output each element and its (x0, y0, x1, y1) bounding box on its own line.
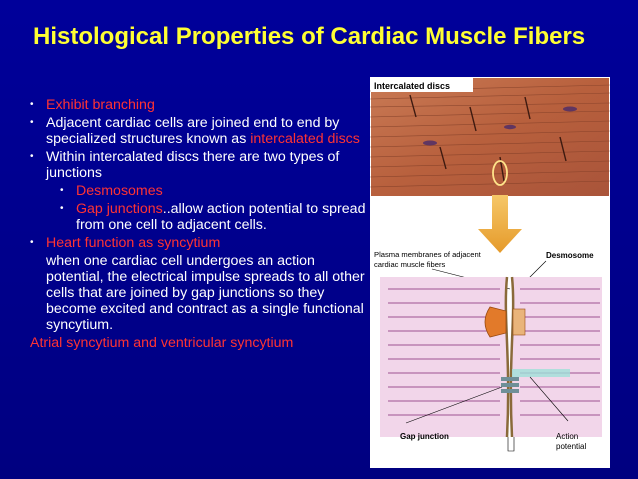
figure-illustration: Intercalated discs Plasma membranes of a… (370, 78, 610, 452)
page-number: 3 (597, 460, 603, 471)
membrane-left (504, 276, 510, 438)
desmosome (484, 306, 507, 338)
slide-body: • Exhibit branching • Adjacent cardiac c… (30, 97, 370, 351)
label-cardiac-fibers: cardiac muscle fibers (374, 260, 446, 269)
action-potential-band (512, 369, 570, 377)
syncytium-types: Atrial syncytium and ventricular syncyti… (30, 335, 294, 351)
bullet-branching: • Exhibit branching (30, 97, 370, 113)
subbullet-desmosomes: • Desmosomes (30, 183, 370, 199)
membrane-right (509, 276, 515, 438)
bullet-adjacent-cells: • Adjacent cardiac cells are joined end … (30, 115, 370, 147)
bullet-text: Adjacent cardiac cells are joined end to… (46, 115, 340, 147)
bullet-dot: • (30, 99, 34, 110)
label-plasma-membranes: Plasma membranes of adjacent (374, 250, 482, 259)
slide-title: Histological Properties of Cardiac Muscl… (33, 23, 586, 50)
bullet-dot: • (60, 203, 64, 214)
highlight-circle (492, 160, 508, 186)
label-potential: potential (556, 442, 586, 451)
gap-junctions-term: Gap junctions (76, 201, 163, 217)
label-gap-junction: Gap junction (400, 432, 449, 441)
cardiac-muscle-figure: Intercalated discs Plasma membranes of a… (370, 77, 610, 468)
label-action: Action (556, 432, 578, 441)
subbullet-gap-junctions: • Gap junctions..allow action potential … (30, 201, 370, 233)
cell-right (512, 277, 602, 437)
bullet-junction-types: • Within intercalated discs there are tw… (30, 149, 370, 181)
bullet-syncytium: • Heart function as syncytium (30, 235, 370, 251)
disc-line (409, 94, 417, 118)
intercalated-discs-term: intercalated discs (250, 131, 360, 147)
bullet-dot: • (30, 151, 34, 162)
bullet-text: Desmosomes (76, 183, 163, 199)
gap-junction (501, 377, 519, 393)
cell-left (380, 277, 507, 437)
label-desmosome: Desmosome (546, 251, 594, 260)
bullet-text: Exhibit branching (46, 97, 155, 113)
bullet-dot: • (60, 185, 64, 196)
bullet-dot: • (30, 237, 34, 248)
syncytium-explanation: when one cardiac cell undergoes an actio… (46, 253, 365, 333)
bullet-text: Within intercalated discs there are two … (46, 149, 340, 181)
zoom-arrow (478, 195, 522, 253)
bullet-dot: • (30, 117, 34, 128)
bullet-text: Heart function as syncytium (46, 235, 221, 251)
label-intercalated-discs: Intercalated discs (374, 81, 450, 91)
bullet-text: ..allow action potential to spread from … (76, 201, 366, 233)
